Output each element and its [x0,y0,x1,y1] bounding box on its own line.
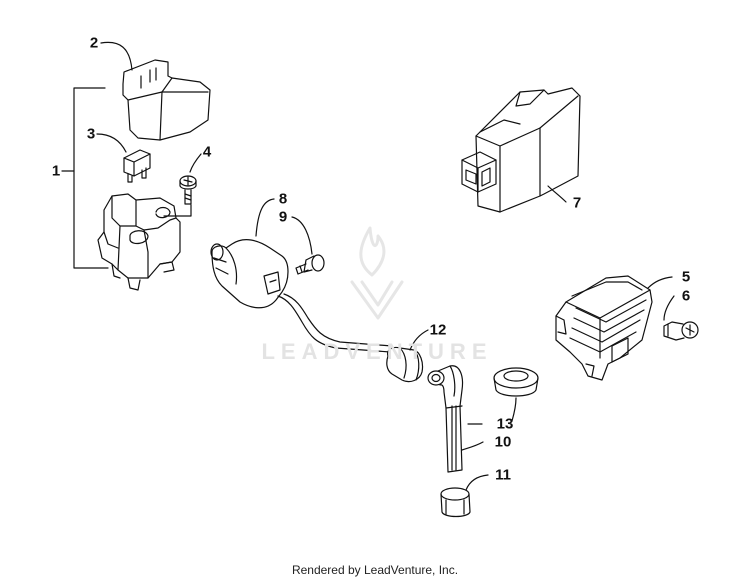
starter-relay [97,193,181,291]
callout-5: 5 [681,268,691,286]
callout-3: 3 [86,125,96,143]
screw-4 [179,175,197,205]
relay-cover [122,59,211,141]
fuse [123,149,151,183]
callout-7: 7 [572,194,582,212]
callout-6: 6 [681,287,691,305]
leader-2 [100,41,133,71]
flame-logo-icon [350,226,404,320]
leader-5 [647,276,673,289]
footer-credit: Rendered by LeadVenture, Inc. [291,563,459,577]
leader-3 [96,133,127,153]
sleeve-11 [440,487,471,518]
leader-4-down [163,204,192,217]
callout-1: 1 [51,162,61,180]
ignition-coil [210,239,289,309]
grommet-13 [493,367,539,397]
leader-7 [547,185,567,203]
callout-8: 8 [278,190,288,208]
cdi-module [461,87,581,213]
spark-plug-lead [277,293,393,353]
leader-6 [663,295,675,321]
plug-cap-10 [427,365,464,473]
callout-4: 4 [202,143,212,161]
bracket-1 [73,87,109,269]
leader-4 [189,153,202,173]
boot-12 [386,346,424,383]
screw-6 [663,321,699,341]
screw-9 [295,254,325,275]
callout-11: 11 [495,466,511,484]
leader-8 [255,198,275,237]
leader-9 [291,216,313,255]
leader-13 [511,397,517,422]
leader-11 [465,474,489,491]
callout-12: 12 [429,321,447,339]
regulator-rectifier [555,275,653,381]
callout-10: 10 [494,433,512,451]
callout-2: 2 [89,34,99,52]
callout-13: 13 [496,415,514,433]
callout-9: 9 [278,208,288,226]
watermark-text: LEADVENTURE [261,339,493,364]
leader-12 [409,329,429,351]
leader-10 [461,441,484,451]
